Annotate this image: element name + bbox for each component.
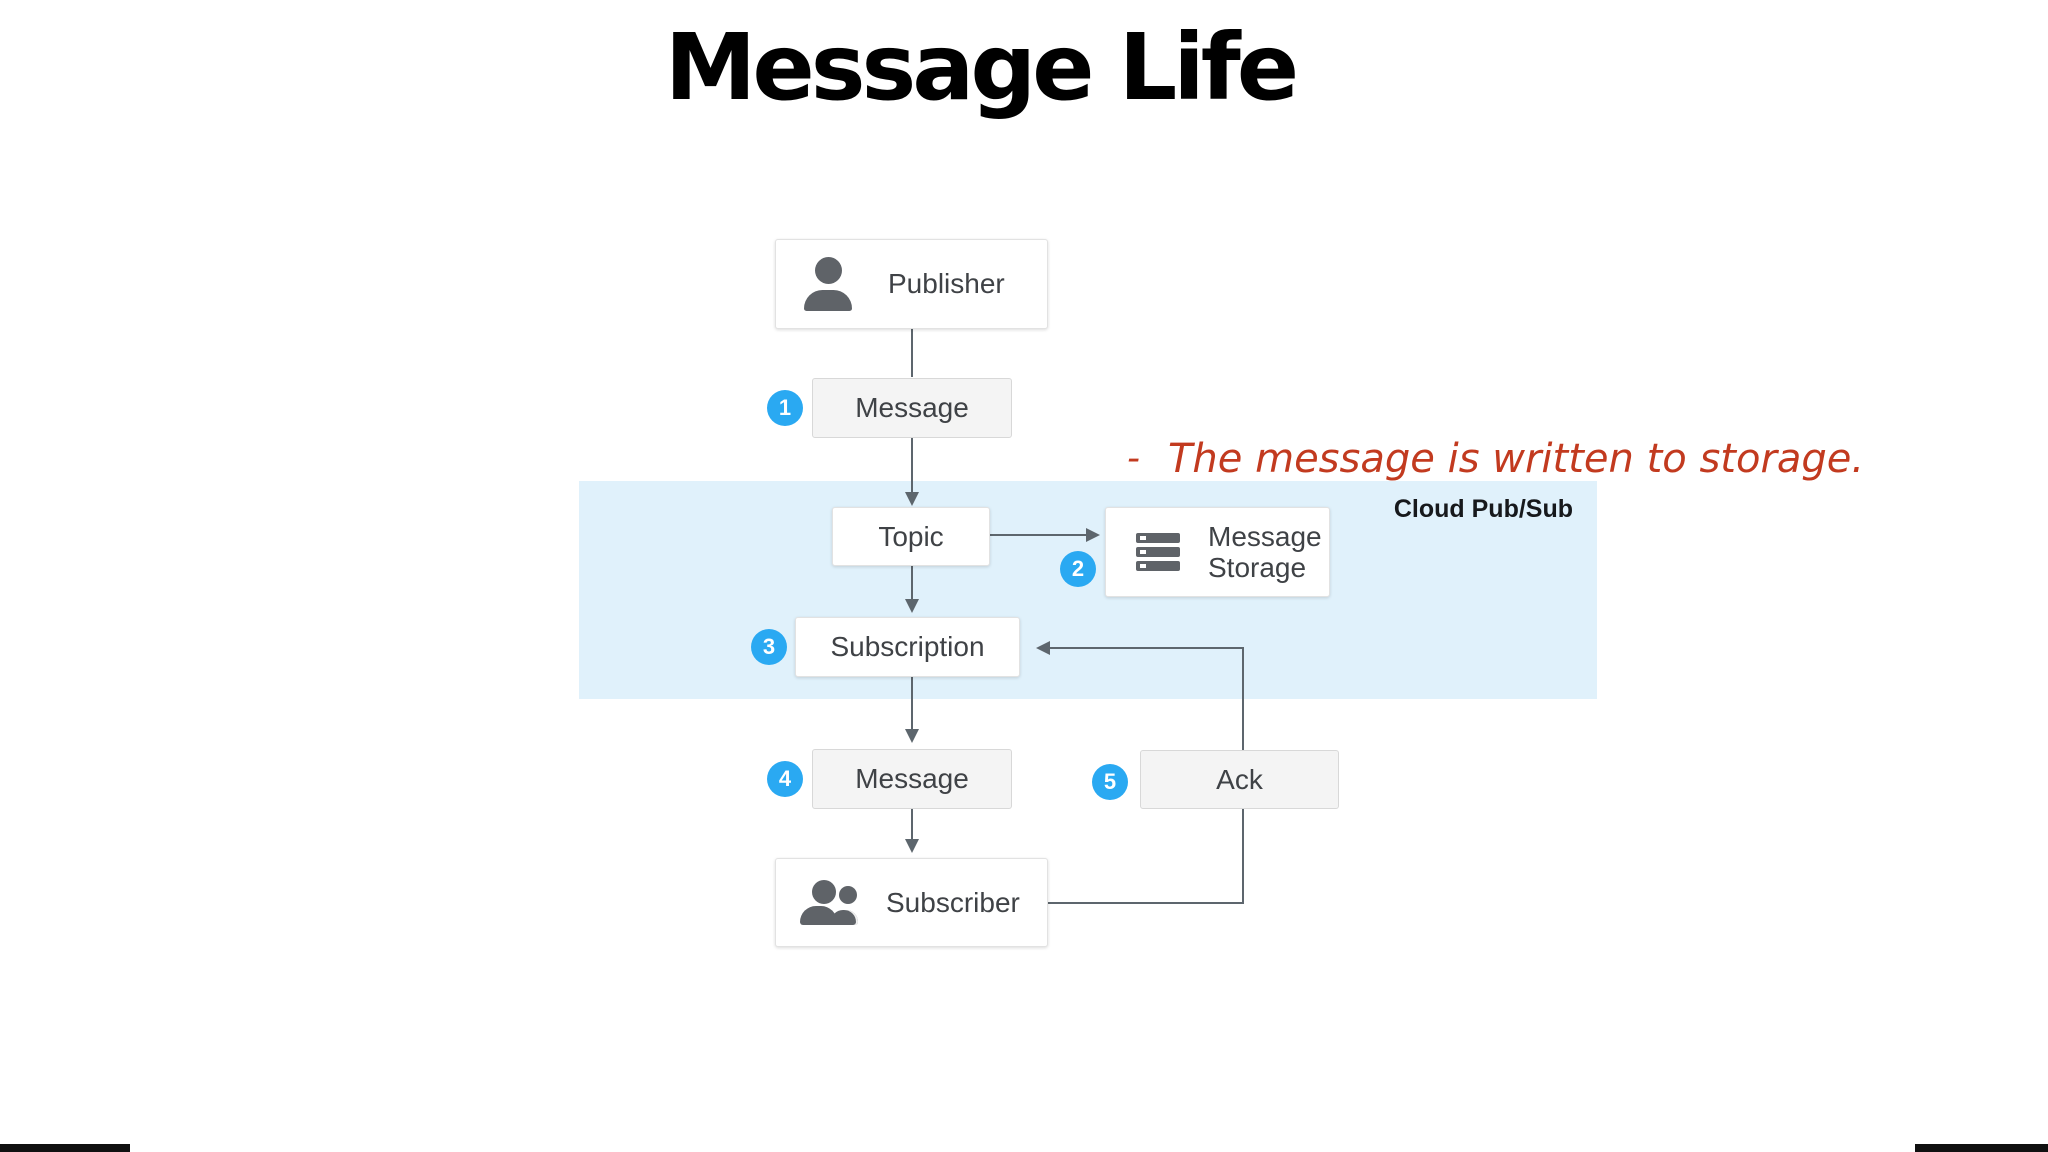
- message-in-label: Message: [855, 392, 969, 423]
- slide-title: Message Life: [664, 14, 1299, 121]
- step-badge-5: 5: [1092, 764, 1128, 800]
- step-badge-2: 2: [1060, 551, 1096, 587]
- step-badge-1: 1: [767, 390, 803, 426]
- node-topic: Topic: [832, 507, 990, 566]
- subscription-label: Subscription: [830, 631, 985, 662]
- cloud-pubsub-band: Cloud Pub/Sub: [579, 481, 1597, 699]
- annotation-bullet: -: [1127, 438, 1140, 479]
- message-out-label: Message: [855, 763, 969, 794]
- message-storage-label: Message Storage: [1208, 521, 1322, 583]
- topic-label: Topic: [878, 520, 944, 552]
- node-subscription: Subscription: [795, 617, 1020, 677]
- arrowhead-message-topic: [905, 492, 919, 506]
- step-badge-4: 4: [767, 761, 803, 797]
- arrowhead-message-subscriber: [905, 839, 919, 853]
- node-message-storage: Message Storage: [1105, 507, 1330, 597]
- letterbox-right: [1915, 1144, 2048, 1152]
- letterbox-left: [0, 1144, 130, 1152]
- people-icon: [800, 879, 858, 926]
- subscriber-label: Subscriber: [886, 886, 1020, 918]
- node-publisher: Publisher: [775, 239, 1048, 329]
- step-badge-3: 3: [751, 629, 787, 665]
- node-message-in: Message: [812, 378, 1012, 438]
- ack-label: Ack: [1216, 763, 1263, 795]
- node-subscriber: Subscriber: [775, 858, 1048, 947]
- publisher-label: Publisher: [888, 268, 1005, 299]
- person-icon: [804, 257, 852, 311]
- node-message-out: Message: [812, 749, 1012, 809]
- node-ack: Ack: [1140, 750, 1339, 809]
- arrowhead-topic-storage: [1086, 528, 1100, 542]
- cloud-pubsub-label: Cloud Pub/Sub: [1393, 495, 1573, 523]
- annotation-note: - The message is written to storage.: [1127, 436, 1864, 482]
- arrowhead-subscription-message: [905, 729, 919, 743]
- arrowhead-ack-subscription: [1036, 641, 1050, 655]
- arrowhead-topic-subscription: [905, 599, 919, 613]
- annotation-text: The message is written to storage.: [1168, 436, 1865, 482]
- server-icon: [1136, 533, 1180, 571]
